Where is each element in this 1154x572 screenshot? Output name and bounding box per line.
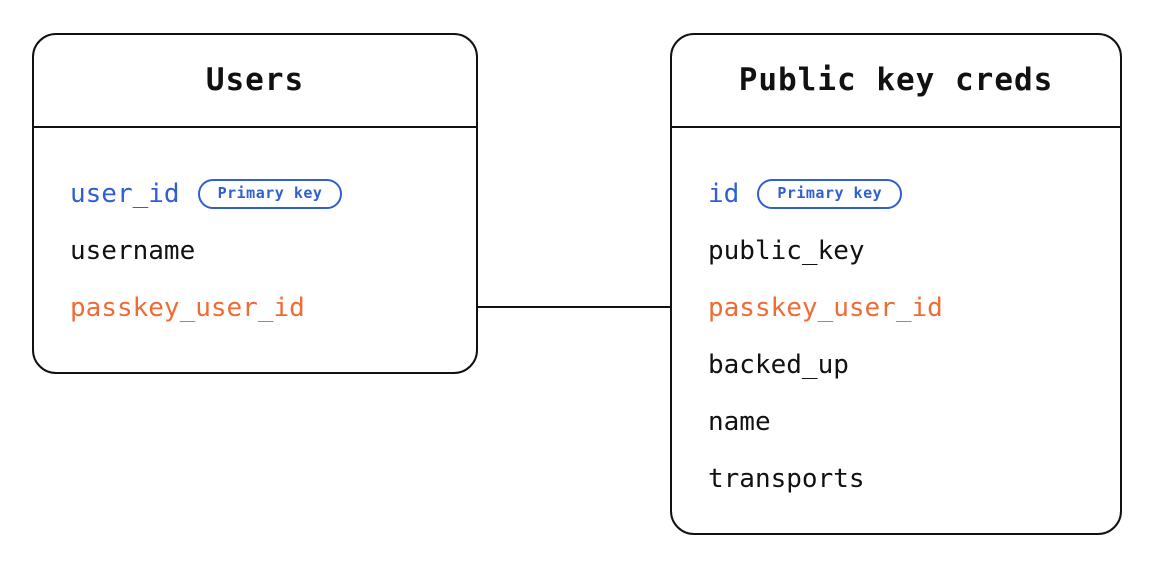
relationship-connector [478, 306, 670, 308]
entity-title: Users [205, 62, 305, 98]
field-name: user_id [70, 178, 180, 209]
field-row[interactable]: username [34, 222, 476, 279]
field-name: public_key [708, 235, 865, 266]
field-name: transports [708, 463, 865, 494]
field-row[interactable]: id Primary key [672, 165, 1120, 222]
field-name: passkey_user_id [708, 292, 943, 323]
field-row[interactable]: passkey_user_id [34, 279, 476, 336]
entity-table-users[interactable]: Users user_id Primary key username passkey_u… [32, 33, 478, 374]
primary-key-badge-label: Primary key [777, 184, 883, 202]
primary-key-badge-label: Primary key [217, 184, 323, 202]
field-name: username [70, 235, 196, 266]
entity-title: Public key creds [738, 62, 1054, 98]
primary-key-badge: Primary key [757, 178, 903, 209]
field-row[interactable]: user_id Primary key [34, 165, 476, 222]
field-row[interactable]: public_key [672, 222, 1120, 279]
field-row[interactable]: name [672, 393, 1120, 450]
field-name: id [708, 178, 740, 209]
entity-header-users: Users [34, 35, 476, 128]
field-row[interactable]: backed_up [672, 336, 1120, 393]
entity-header-public-key-creds: Public key creds [672, 35, 1120, 128]
field-name: passkey_user_id [70, 292, 305, 323]
field-row[interactable]: passkey_user_id [672, 279, 1120, 336]
field-name: name [708, 406, 771, 437]
entity-field-list: user_id Primary key username passkey_user_i… [34, 128, 476, 336]
primary-key-badge: Primary key [197, 178, 343, 209]
field-row[interactable]: transports [672, 450, 1120, 507]
field-name: backed_up [708, 349, 849, 380]
